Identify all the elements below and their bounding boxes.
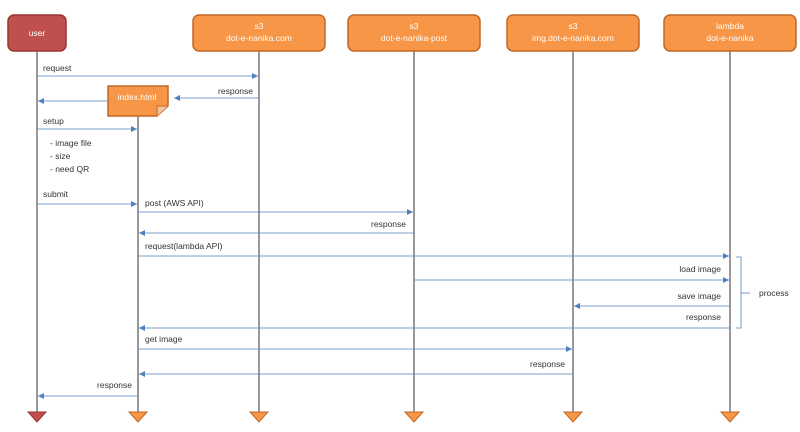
message-get-image-label: get image xyxy=(145,334,183,344)
participant-lambda-name: dot-e-nanika xyxy=(706,33,754,43)
setup-note-need-qr: - need QR xyxy=(50,164,89,174)
participant-lambda: lambda dot-e-nanika xyxy=(663,14,797,52)
participant-user-label: user xyxy=(29,28,46,38)
message-save-image-label: save image xyxy=(678,291,722,301)
participant-s3-site: s3 dot-e-nanika.com xyxy=(192,14,326,52)
end-marker-s3-site xyxy=(248,411,270,423)
end-marker-s3-post xyxy=(403,411,425,423)
end-marker-lambda xyxy=(719,411,741,423)
message-request-label: request xyxy=(43,63,72,73)
message-response-5-label: response xyxy=(97,380,132,390)
messages: request response setup - image file - si… xyxy=(37,63,730,399)
setup-note-image-file: - image file xyxy=(50,138,92,148)
message-load-image-label: load image xyxy=(679,264,721,274)
participant-user: user xyxy=(7,14,67,52)
participant-s3-post-type: s3 xyxy=(410,21,419,31)
end-marker-index xyxy=(127,411,149,423)
participant-lambda-type: lambda xyxy=(716,21,744,31)
message-response-1-label: response xyxy=(218,86,253,96)
message-response-2-label: response xyxy=(371,219,406,229)
message-submit-label: submit xyxy=(43,189,69,199)
message-post-label: post (AWS API) xyxy=(145,198,204,208)
participant-s3-post-name: dot-e-nanika-post xyxy=(381,33,448,43)
participant-s3-img-name: img.dot-e-nanika.com xyxy=(532,33,614,43)
document-index-label: index.html xyxy=(118,92,157,102)
setup-note-size: - size xyxy=(50,151,71,161)
participant-s3-img-type: s3 xyxy=(569,21,578,31)
participant-s3-post: s3 dot-e-nanika-post xyxy=(347,14,481,52)
message-response-4-label: response xyxy=(530,359,565,369)
message-setup-label: setup xyxy=(43,116,64,126)
end-marker-s3-img xyxy=(562,411,584,423)
participant-s3-site-type: s3 xyxy=(255,21,264,31)
participant-s3-site-name: dot-e-nanika.com xyxy=(226,33,292,43)
message-response-3-label: response xyxy=(686,312,721,322)
process-label: process xyxy=(759,288,789,298)
lifeline-ends xyxy=(26,411,741,423)
process-bracket: process xyxy=(736,256,789,329)
document-index: index.html xyxy=(107,85,169,117)
lifelines xyxy=(36,51,731,412)
message-lambda-request-label: request(lambda API) xyxy=(145,241,223,251)
end-marker-user xyxy=(26,411,48,423)
participant-s3-img: s3 img.dot-e-nanika.com xyxy=(506,14,640,52)
